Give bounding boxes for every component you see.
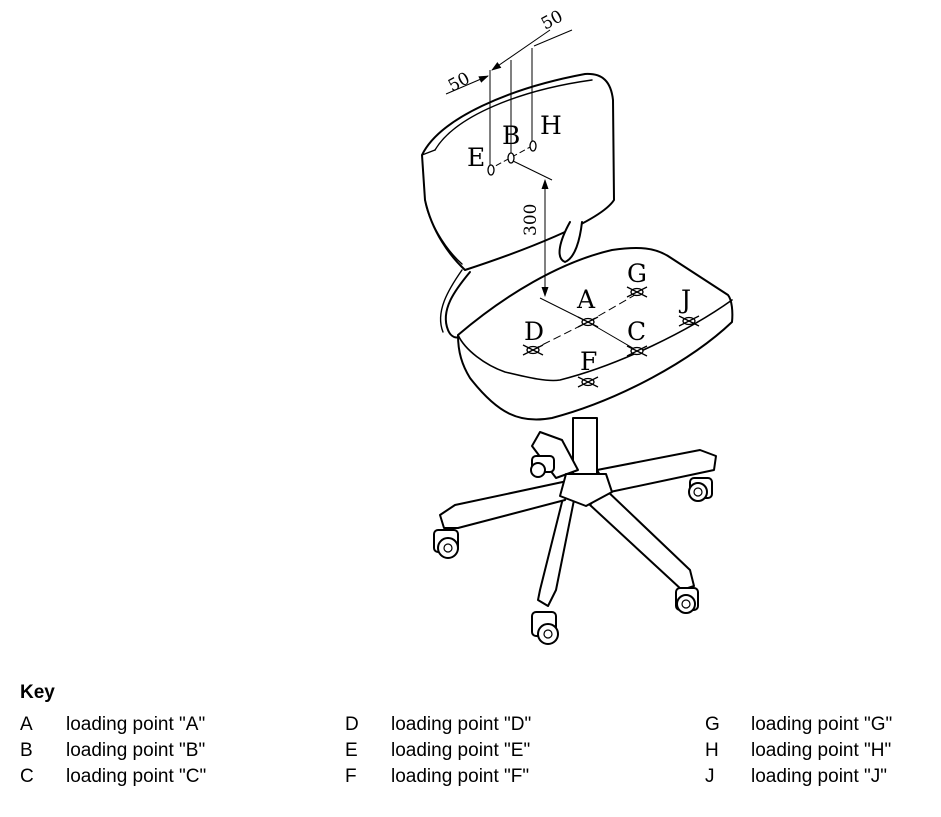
loading-point-marker-f xyxy=(577,376,599,388)
key-letter: J xyxy=(705,766,715,787)
key-text: loading point "J" xyxy=(751,766,888,787)
key-text: loading point "D" xyxy=(391,714,532,735)
point-label-g: G xyxy=(627,259,647,288)
key-letter: H xyxy=(705,740,719,761)
loading-point-marker-g xyxy=(626,286,648,298)
key-text: loading point "A" xyxy=(66,714,206,735)
caster-front-right xyxy=(675,587,699,614)
key-letter: G xyxy=(705,714,720,735)
key-text: loading point "H" xyxy=(751,740,892,761)
office-chair-diagram: 50 50 300 E B H G A J D C F xyxy=(421,7,734,645)
loading-point-marker-c xyxy=(626,345,648,357)
key-text: loading point "B" xyxy=(66,740,206,761)
key-letter: D xyxy=(345,714,359,735)
point-label-f: F xyxy=(580,347,597,376)
point-label-c: C xyxy=(627,317,646,346)
loading-point-marker-h xyxy=(529,140,537,152)
loading-point-marker-a xyxy=(577,316,599,328)
chair-base xyxy=(439,431,717,607)
key-text: loading point "F" xyxy=(391,766,530,787)
chair-backrest xyxy=(421,72,615,271)
point-label-a: A xyxy=(576,285,596,314)
key-letter: A xyxy=(20,714,33,735)
loading-point-markers xyxy=(487,140,700,388)
key-title: Key xyxy=(20,682,55,703)
dimension-300: 300 xyxy=(521,204,541,236)
caster-back-left xyxy=(530,455,555,478)
key-letter: B xyxy=(20,740,33,761)
key-letter: C xyxy=(20,766,34,787)
loading-point-marker-d xyxy=(522,344,544,356)
point-label-h: H xyxy=(540,111,562,140)
loading-point-marker-b xyxy=(507,152,515,164)
point-label-b: B xyxy=(502,121,520,150)
chair-casters xyxy=(433,455,713,645)
key-text: loading point "G" xyxy=(751,714,893,735)
key-text: loading point "C" xyxy=(66,766,207,787)
point-label-j: J xyxy=(678,285,691,314)
loading-point-marker-j xyxy=(678,315,700,327)
caster-front xyxy=(531,611,559,645)
point-label-e: E xyxy=(467,143,485,172)
chair-seat xyxy=(457,247,734,421)
key-legend: Key A loading point "A" B loading point … xyxy=(0,676,941,806)
key-text: loading point "E" xyxy=(391,740,531,761)
loading-point-marker-e xyxy=(487,164,495,176)
dimension-50-right: 50 xyxy=(538,7,566,35)
caster-right xyxy=(688,477,713,502)
dimension-lines xyxy=(445,29,641,351)
caster-left xyxy=(433,529,459,559)
point-label-d: D xyxy=(524,317,544,346)
key-letter: E xyxy=(345,740,358,761)
key-letter: F xyxy=(345,766,357,787)
